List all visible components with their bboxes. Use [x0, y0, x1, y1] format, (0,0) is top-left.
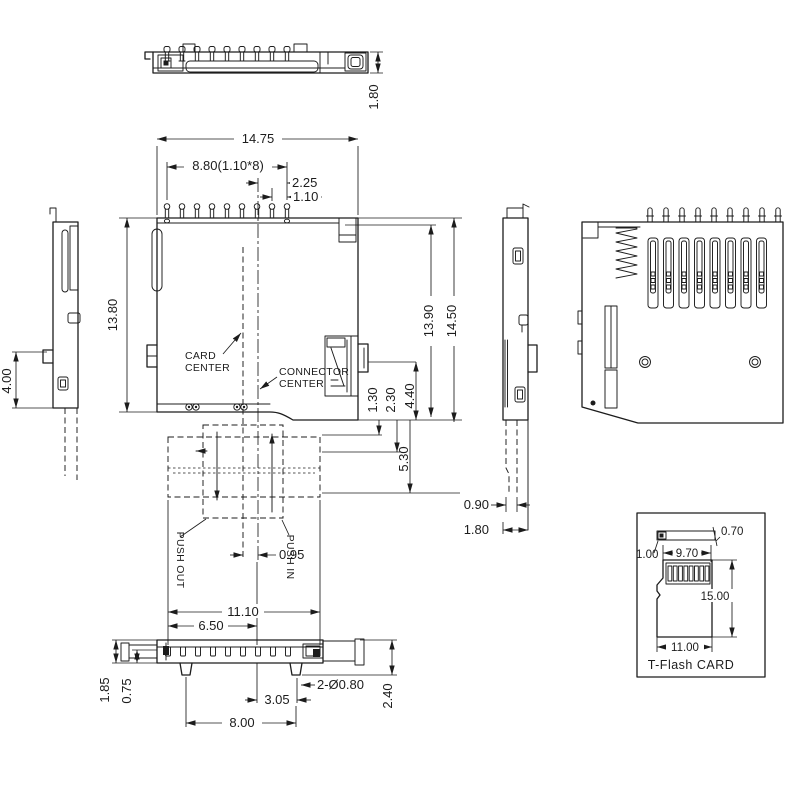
plan-dimension-stack: 14.75 8.80(1.10*8) 2.25 1.10 [156, 131, 359, 215]
dim-card-width: 11.00 [671, 642, 699, 654]
plan-right-dimensions: 13.90 14.50 1.30 2.30 4.40 5.30 [322, 217, 462, 494]
push-out-label: PUSH OUT [174, 532, 186, 589]
dim-center-offset: 0.95 [279, 547, 304, 562]
dim-overall-width: 14.75 [242, 131, 275, 146]
rear-view [577, 207, 784, 424]
dim-step-4: 5.30 [396, 446, 411, 471]
dim-depth-overall: 14.50 [444, 305, 459, 338]
dim-card-offset: 0.90 [464, 497, 489, 512]
dim-step-3: 4.40 [402, 383, 417, 408]
dim-card-protrusion: 1.80 [464, 522, 489, 537]
dim-width-inner: 6.50 [198, 618, 223, 633]
dim-pin-height: 0.75 [119, 678, 134, 703]
dim-body-length: 13.80 [105, 299, 120, 332]
dim-pin-span: 8.80(1.10*8) [192, 158, 264, 173]
dim-front-height: 1.80 [366, 84, 381, 109]
left-side-view: 4.00 [0, 207, 81, 480]
bottom-view: 11.10 6.50 1.85 0.75 3.05 2-Ø0.80 2.40 8… [97, 500, 397, 730]
dim-leg-offset: 3.05 [264, 692, 289, 707]
push-in-label: PUSH IN [284, 535, 296, 580]
dim-width-outer: 11.10 [227, 604, 259, 619]
card-center-label-line2: CENTER [185, 362, 230, 374]
dim-step-2: 2.30 [383, 387, 398, 412]
card-caption: T-Flash CARD [648, 658, 735, 672]
right-side-view: 0.90 1.80 [464, 203, 538, 537]
front-elevation-view: 1.80 [144, 43, 383, 110]
connector-center-label-line1: CONNECTOR [279, 366, 349, 378]
dim-center-to-pin: 2.25 [292, 175, 317, 190]
dim-pin-pitch: 1.10 [293, 189, 318, 204]
plan-view: CARD CENTER CONNECTOR CENTER [119, 178, 369, 560]
dim-depth-to-notch: 13.90 [421, 305, 436, 338]
card-center-label-line1: CARD [185, 350, 216, 362]
dim-card-thickness: 1.00 [636, 549, 658, 561]
plan-left-dimension: 13.80 [105, 218, 130, 412]
dim-card-length: 15.00 [701, 591, 730, 603]
connector-center-label-line2: CENTER [279, 378, 324, 390]
dim-step-1: 1.30 [365, 387, 380, 412]
card-detail-box: 0.70 1.00 9.70 15.00 11.00 T-Flash CARD [636, 512, 766, 678]
dim-height: 1.85 [97, 677, 112, 702]
dim-leg-holes: 2-Ø0.80 [317, 677, 364, 692]
dim-card-pad-width: 9.70 [676, 548, 698, 560]
dim-leg-depth: 2.40 [380, 683, 395, 708]
dim-tail-length: 4.00 [0, 368, 14, 393]
card-travel-diagram: PUSH OUT PUSH IN 0.95 [167, 424, 321, 589]
dim-card-tip-thickness: 0.70 [721, 526, 743, 538]
dim-leg-span: 8.00 [229, 715, 254, 730]
